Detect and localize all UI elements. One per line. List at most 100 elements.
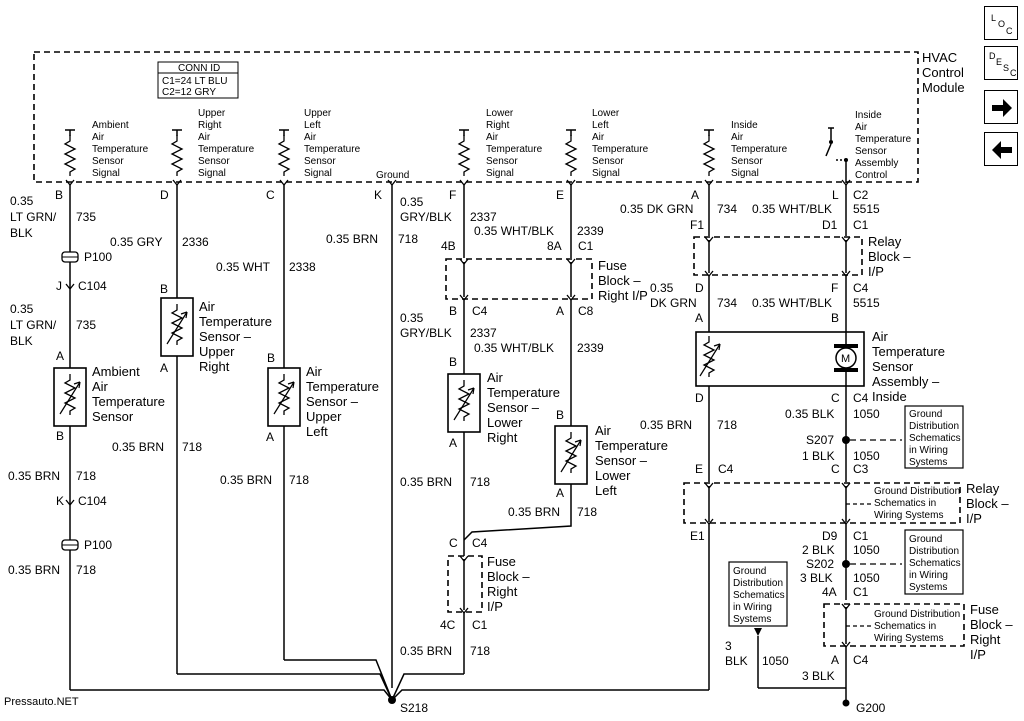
p100a-label: P100 — [84, 250, 112, 264]
svg-text:D9: D9 — [822, 529, 838, 543]
svg-text:0.35 BRN: 0.35 BRN — [400, 475, 452, 489]
svg-text:Assembly: Assembly — [855, 158, 898, 169]
ground-distribution-ref-3: Ground Distribution Schematics in Wiring… — [904, 529, 964, 595]
svg-text:BLK: BLK — [10, 334, 33, 348]
relay-block-ip-2 — [683, 482, 961, 524]
svg-text:Ground Distribution: Ground Distribution — [874, 486, 960, 497]
svg-text:2 BLK: 2 BLK — [802, 543, 835, 557]
prev-button[interactable] — [984, 132, 1018, 166]
module-label-1: HVAC — [922, 50, 957, 65]
svg-text:M: M — [841, 353, 850, 365]
svg-text:D: D — [695, 391, 704, 405]
svg-text:I/P: I/P — [868, 264, 884, 279]
svg-text:0.35 BLK: 0.35 BLK — [785, 407, 834, 421]
svg-text:C1: C1 — [472, 618, 488, 632]
svg-text:Sensor: Sensor — [872, 359, 914, 374]
svg-text:L: L — [832, 188, 839, 202]
svg-text:Temperature: Temperature — [92, 144, 149, 155]
svg-text:A: A — [556, 304, 564, 318]
svg-text:Lower: Lower — [486, 108, 514, 119]
svg-text:Distribution: Distribution — [909, 421, 959, 432]
svg-text:3 BLK: 3 BLK — [800, 571, 833, 585]
arrow-right-icon — [992, 99, 1012, 117]
svg-text:Left: Left — [306, 424, 328, 439]
svg-text:0.35 WHT/BLK: 0.35 WHT/BLK — [474, 341, 554, 355]
conn-id-c1: C1=24 LT BLU — [162, 76, 228, 87]
svg-text:Inside: Inside — [872, 389, 907, 404]
svg-text:Lower: Lower — [487, 415, 523, 430]
svg-text:Signal: Signal — [198, 168, 226, 179]
svg-text:D: D — [695, 281, 704, 295]
svg-text:G200: G200 — [856, 701, 886, 715]
svg-text:0.35 BRN: 0.35 BRN — [8, 469, 60, 483]
svg-text:Temperature: Temperature — [592, 144, 649, 155]
svg-text:0.35 BRN: 0.35 BRN — [112, 440, 164, 454]
svg-text:Air: Air — [855, 122, 868, 133]
svg-text:0.35 GRY: 0.35 GRY — [110, 235, 162, 249]
svg-text:C4: C4 — [853, 281, 869, 295]
svg-text:2337: 2337 — [470, 326, 497, 340]
svg-text:C4: C4 — [472, 304, 488, 318]
svg-text:Air: Air — [304, 132, 317, 143]
svg-text:B: B — [267, 351, 275, 365]
pin-ground: Ground K — [374, 170, 409, 202]
svg-text:Right: Right — [970, 632, 1001, 647]
svg-text:A: A — [691, 188, 699, 202]
svg-text:Temperature: Temperature — [595, 438, 668, 453]
svg-text:LT GRN/: LT GRN/ — [10, 318, 57, 332]
svg-text:Ground: Ground — [376, 170, 409, 181]
svg-text:C1: C1 — [578, 239, 594, 253]
svg-text:2338: 2338 — [289, 260, 316, 274]
svg-text:Inside: Inside — [855, 110, 882, 121]
loc-button[interactable]: L O C — [984, 6, 1018, 40]
splice-s207 — [842, 436, 850, 444]
module-label-2: Control — [922, 65, 964, 80]
desc-button[interactable]: D E S C — [984, 46, 1018, 80]
svg-text:Ground: Ground — [909, 409, 942, 420]
svg-text:3 BLK: 3 BLK — [802, 669, 835, 683]
svg-text:Assembly –: Assembly – — [872, 374, 940, 389]
svg-text:C: C — [831, 391, 840, 405]
svg-text:Air: Air — [92, 132, 105, 143]
svg-text:I/P: I/P — [487, 599, 503, 614]
svg-text:Air: Air — [872, 329, 889, 344]
svg-text:4C: 4C — [440, 618, 456, 632]
svg-text:Right: Right — [487, 584, 518, 599]
svg-text:0.35 BRN: 0.35 BRN — [220, 473, 272, 487]
svg-text:Temperature: Temperature — [306, 379, 379, 394]
svg-text:0.35 BRN: 0.35 BRN — [326, 232, 378, 246]
svg-text:0.35 WHT/BLK: 0.35 WHT/BLK — [474, 224, 554, 238]
svg-text:S202: S202 — [806, 557, 834, 571]
svg-text:Sensor –: Sensor – — [487, 400, 540, 415]
svg-text:BLK: BLK — [10, 226, 33, 240]
svg-text:Schematics: Schematics — [909, 433, 961, 444]
svg-text:2336: 2336 — [182, 235, 209, 249]
pin-upper-left: Upper Left Air Temperature Sensor Signal… — [266, 108, 361, 202]
svg-text:Schematics: Schematics — [733, 590, 785, 601]
svg-text:Systems: Systems — [733, 614, 771, 625]
svg-text:Temperature: Temperature — [199, 314, 272, 329]
lower-right-air-temp-sensor: Air Temperature Sensor – Lower Right — [447, 370, 560, 445]
svg-text:E1: E1 — [690, 529, 705, 543]
svg-text:1050: 1050 — [853, 407, 880, 421]
next-button[interactable] — [984, 90, 1018, 124]
svg-text:Systems: Systems — [909, 582, 947, 593]
svg-text:D: D — [160, 188, 169, 202]
svg-text:C1: C1 — [853, 529, 869, 543]
splice-s202 — [842, 560, 850, 568]
svg-text:Schematics in: Schematics in — [874, 621, 936, 632]
fuse-block-right-ip-3 — [823, 603, 965, 647]
svg-text:0.35: 0.35 — [400, 195, 424, 209]
svg-text:Air: Air — [486, 132, 499, 143]
svg-text:C8: C8 — [578, 304, 594, 318]
svg-text:8A: 8A — [547, 239, 562, 253]
svg-text:Block –: Block – — [970, 617, 1013, 632]
svg-text:J: J — [56, 279, 62, 293]
svg-text:B: B — [449, 304, 457, 318]
svg-text:Distribution: Distribution — [733, 578, 783, 589]
svg-text:Upper: Upper — [306, 409, 342, 424]
svg-text:Left: Left — [595, 483, 617, 498]
svg-text:BLK: BLK — [725, 654, 748, 668]
svg-text:C104: C104 — [78, 279, 107, 293]
svg-text:B: B — [449, 355, 457, 369]
